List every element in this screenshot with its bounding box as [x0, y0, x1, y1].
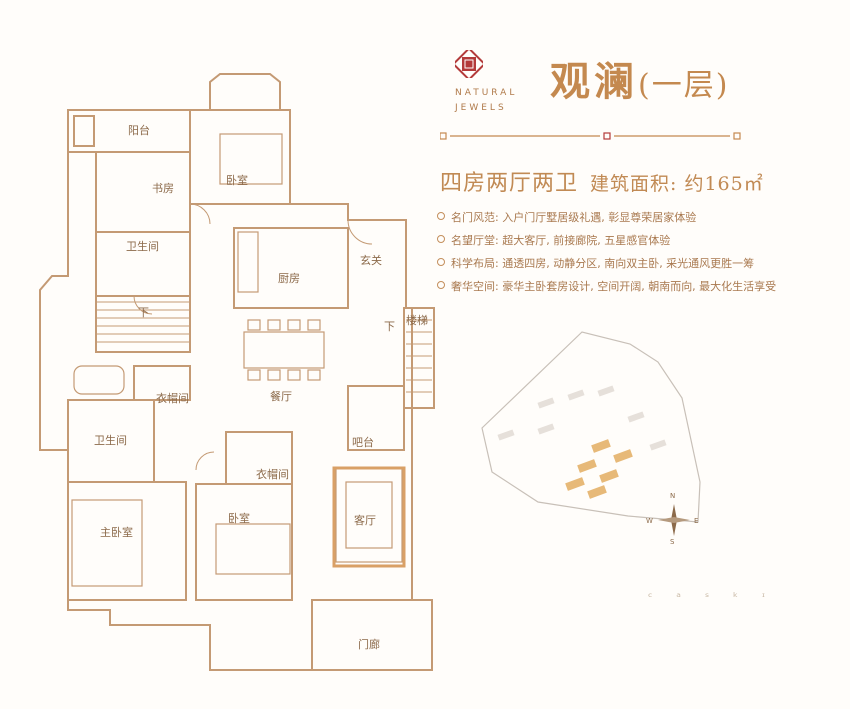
- unit-summary: 四房两厅两卫建筑面积: 约165㎡: [440, 171, 764, 196]
- brand-english-name: NATURAL JEWELS: [455, 88, 518, 113]
- room-label-bedroom-north: 卧室: [226, 174, 248, 187]
- compass-south: S: [670, 538, 675, 546]
- room-label-bedroom-south: 卧室: [228, 512, 250, 525]
- room-label-master-bedroom: 主卧室: [100, 526, 133, 539]
- compass-north: N: [670, 492, 676, 500]
- bullet-icon: [437, 258, 445, 266]
- feature-item: 科学布局: 通透四房, 动静分区, 南向双主卧, 采光通风更胜一筹: [437, 252, 837, 275]
- site-plan-drawing: [481, 331, 701, 523]
- room-label-porch: 门廊: [358, 638, 380, 651]
- floor-label: (一层): [638, 68, 730, 103]
- room-label-living: 客厅: [354, 514, 376, 527]
- site-plan: N S W E: [478, 322, 738, 566]
- signature: ᶜ ᵃ ˢ ᵏ ᶦ: [648, 590, 776, 604]
- compass-icon: [654, 500, 694, 540]
- feature-item: 名望厅堂: 超大客厅, 前接廊院, 五星感官体验: [437, 229, 837, 252]
- room-label-balcony: 阳台: [128, 124, 150, 137]
- room-label-study: 书房: [152, 182, 174, 195]
- feature-item: 奢华空间: 豪华主卧套房设计, 空间开阔, 朝南而向, 最大化生活享受: [437, 275, 837, 298]
- stairs-down-mark: 下: [138, 306, 149, 319]
- bullet-icon: [437, 281, 445, 289]
- room-label-stairs: 楼梯: [406, 314, 428, 327]
- room-label-bathroom-north: 卫生间: [126, 240, 159, 253]
- bullet-icon: [437, 235, 445, 243]
- page-title: 观澜(一层): [550, 58, 730, 105]
- room-label-closet-west: 衣帽间: [156, 392, 189, 405]
- floor-plan: 阳台 书房 卧室 卫生间 厨房 玄关 楼梯 下 下 餐厅 衣帽间 卫生间 吧台 …: [30, 70, 450, 694]
- room-label-entrance: 玄关: [360, 254, 382, 267]
- floor-plan-drawing: [39, 73, 435, 671]
- title-divider: [439, 126, 780, 140]
- feature-item: 名门风范: 入户门厅墅居级礼遇, 彰显尊荣居家体验: [437, 206, 837, 229]
- compass-east: E: [694, 517, 699, 525]
- room-label-bathroom-south: 卫生间: [94, 434, 127, 447]
- room-label-kitchen: 厨房: [278, 272, 300, 285]
- feature-list: 名门风范: 入户门厅墅居级礼遇, 彰显尊荣居家体验 名望厅堂: 超大客厅, 前接…: [437, 206, 837, 298]
- compass-west: W: [646, 517, 653, 525]
- stairs-down-mark: 下: [384, 320, 395, 333]
- room-label-bar: 吧台: [352, 436, 374, 449]
- bullet-icon: [437, 212, 445, 220]
- room-label-dining: 餐厅: [270, 390, 292, 403]
- seal-logo-icon: [452, 47, 486, 81]
- room-label-closet-middle: 衣帽间: [256, 468, 289, 481]
- floor-area: 建筑面积: 约165㎡: [590, 173, 764, 195]
